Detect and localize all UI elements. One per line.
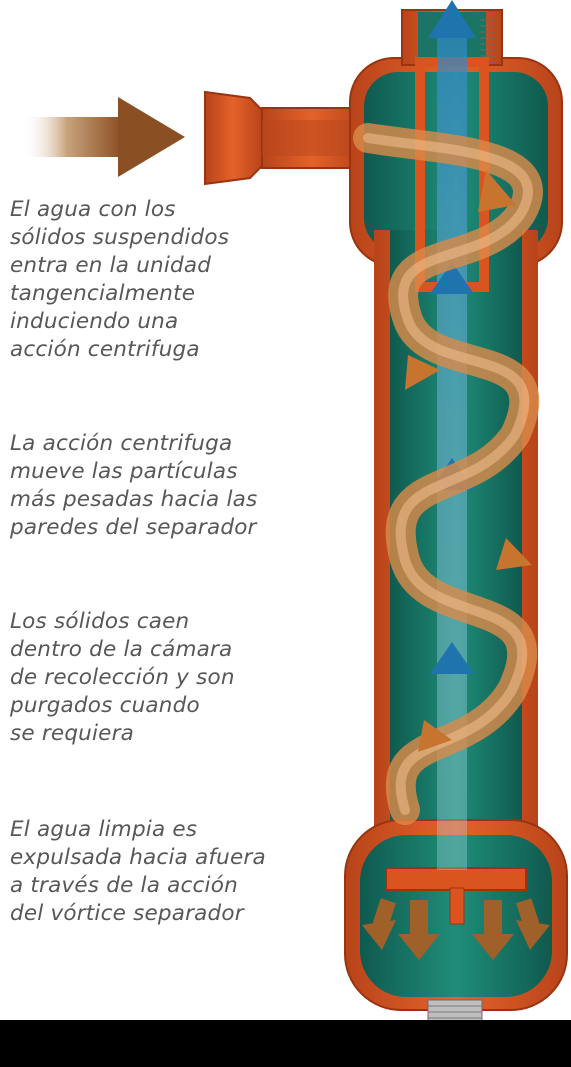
inlet-arrow-icon — [22, 97, 185, 177]
inlet-nozzle — [204, 90, 363, 186]
caption-solids: Los sólidos caen dentro de la cámara de … — [10, 609, 235, 746]
vortex-spiral-icon — [353, 123, 543, 825]
caption-inlet: El agua con los sólidos suspendidos entr… — [10, 197, 230, 362]
bottom-black-bar — [0, 1020, 571, 1067]
solids-down-arrow-icon — [362, 898, 550, 960]
caption-centrifugal: La acción centrifuga mueve las partícula… — [10, 431, 258, 540]
caption-clean-water: El agua limpia es expulsada hacia afuera… — [10, 817, 266, 926]
